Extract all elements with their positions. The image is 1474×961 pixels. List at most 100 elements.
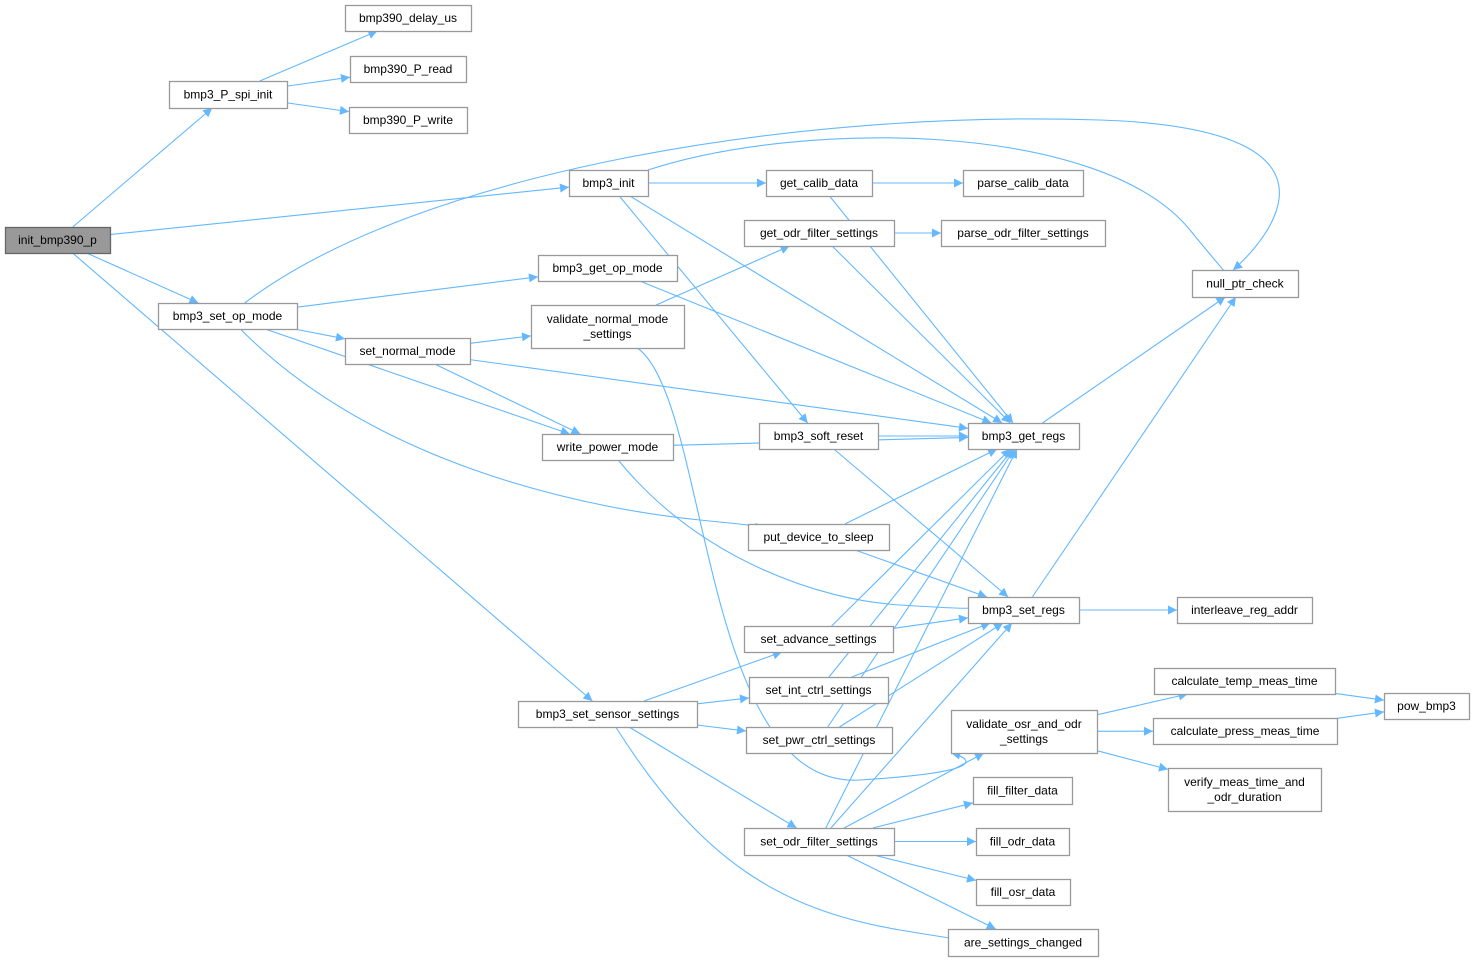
node-box [967, 422, 1081, 451]
node-label: bmp3_set_sensor_settings [536, 707, 679, 721]
edge-bmp3_set_op_mode-to-bmp3_get_op_mode [296, 273, 539, 308]
edge-set_odr_filter_settings-to-fill_filter_data [872, 800, 974, 829]
node-label: verify_meas_time_and [1184, 775, 1305, 789]
edge-set_advance_settings-to-bmp3_get_regs [831, 448, 1011, 627]
node-set-advance-settings[interactable]: set_advance_settings [743, 625, 895, 654]
edge-init_bmp390_p-to-bmp3_P_spi_init [72, 107, 213, 228]
edge-validate_normal_mode_settings-to-get_odr_filter_settings [655, 245, 790, 306]
node-bmp3-get-op-mode[interactable]: bmp3_get_op_mode [537, 254, 679, 283]
node-label: are_settings_changed [964, 936, 1082, 950]
node-label: fill_osr_data [991, 885, 1056, 899]
node-bmp3-P-spi-init[interactable]: bmp3_P_spi_init [168, 80, 289, 110]
edge-set_odr_filter_settings-to-bmp3_set_regs [830, 622, 1013, 829]
node-init-bmp390-p[interactable]: init_bmp390_p [4, 226, 112, 255]
node-label: pow_bmp3 [1397, 699, 1456, 713]
node-box [765, 169, 874, 198]
node-parse-odr-filter-settings[interactable]: parse_odr_filter_settings [940, 219, 1107, 248]
node-label: bmp3_set_op_mode [173, 309, 283, 323]
node-label: write_power_mode [556, 440, 659, 454]
node-label: bmp390_delay_us [359, 11, 457, 25]
node-bmp3-set-regs[interactable]: bmp3_set_regs [967, 596, 1081, 625]
node-box [947, 928, 1100, 958]
node-box [4, 226, 112, 255]
edge-get_odr_filter_settings-to-bmp3_get_regs [831, 245, 1011, 424]
node-get-calib-data[interactable]: get_calib_data [765, 169, 874, 198]
edge-bmp3_soft_reset-to-bmp3_set_regs [833, 448, 1009, 598]
node-set-pwr-ctrl-settings[interactable]: set_pwr_ctrl_settings [745, 726, 894, 755]
node-box [530, 304, 686, 350]
node-label: bmp3_P_spi_init [184, 88, 273, 102]
node-fill-filter-data[interactable]: fill_filter_data [972, 776, 1074, 806]
edge-set_int_ctrl_settings-to-bmp3_set_regs [851, 622, 991, 678]
node-label: parse_calib_data [977, 176, 1069, 190]
node-label: set_advance_settings [760, 632, 876, 646]
node-bmp390-delay-us[interactable]: bmp390_delay_us [344, 4, 473, 33]
node-parse-calib-data[interactable]: parse_calib_data [962, 169, 1085, 198]
node-bmp3-soft-reset[interactable]: bmp3_soft_reset [758, 422, 880, 451]
node-bmp3-set-sensor-settings[interactable]: bmp3_set_sensor_settings [517, 700, 699, 729]
node-box [348, 106, 469, 135]
node-box [940, 219, 1107, 248]
node-bmp3-init[interactable]: bmp3_init [568, 169, 650, 198]
nodes-layer: init_bmp390_p bmp3_P_spi_init bmp390_delay… [4, 4, 1471, 958]
node-set-int-ctrl-settings[interactable]: set_int_ctrl_settings [748, 676, 890, 705]
node-box [1191, 269, 1300, 299]
edge-init_bmp390_p-to-bmp3_init [109, 183, 570, 236]
node-box [1383, 692, 1471, 721]
node-label: _settings [582, 327, 631, 341]
node-verify-meas-time-and-odr-duration[interactable]: verify_meas_time_and_odr_duration [1167, 767, 1323, 813]
node-box [743, 625, 895, 654]
node-pow-bmp3[interactable]: pow_bmp3 [1383, 692, 1471, 721]
node-label: parse_odr_filter_settings [957, 226, 1088, 240]
node-calculate-press-meas-time[interactable]: calculate_press_meas_time [1152, 717, 1339, 746]
node-label: _odr_duration [1206, 790, 1281, 804]
node-calculate-temp-meas-time[interactable]: calculate_temp_meas_time [1153, 667, 1337, 696]
node-null-ptr-check[interactable]: null_ptr_check [1191, 269, 1300, 299]
node-label: set_odr_filter_settings [760, 835, 877, 849]
node-box [344, 337, 472, 366]
edge-set_normal_mode-to-write_power_mode [434, 363, 581, 435]
node-label: bmp390_P_write [363, 113, 453, 127]
node-box [537, 254, 679, 283]
node-box [747, 523, 891, 552]
node-box [743, 827, 896, 857]
edge-bmp3_init-to-bmp3_soft_reset [618, 195, 809, 424]
edge-set_odr_filter_settings-to-validate_osr_and_odr_settings [843, 752, 985, 829]
node-label: set_pwr_ctrl_settings [763, 733, 876, 747]
node-box [975, 827, 1071, 857]
node-label: calculate_temp_meas_time [1171, 674, 1317, 688]
node-set-normal-mode[interactable]: set_normal_mode [344, 337, 472, 366]
node-label: fill_filter_data [987, 784, 1058, 798]
node-set-odr-filter-settings[interactable]: set_odr_filter_settings [743, 827, 896, 857]
edges-layer [72, 30, 1385, 942]
node-label: bmp3_init [582, 176, 635, 190]
node-validate-osr-and-odr-settings[interactable]: validate_osr_and_odr_settings [950, 709, 1099, 755]
node-fill-odr-data[interactable]: fill_odr_data [975, 827, 1071, 857]
edge-set_pwr_ctrl_settings-to-bmp3_set_regs [839, 622, 1004, 728]
node-box [541, 433, 675, 462]
node-validate-normal-mode-settings[interactable]: validate_normal_mode_settings [530, 304, 686, 350]
edge-bmp3_set_sensor_settings-to-set_odr_filter_settings [628, 726, 797, 829]
node-label: bmp390_P_read [364, 62, 453, 76]
edge-bmp3_P_spi_init-to-bmp390_delay_us [259, 30, 378, 82]
node-fill-osr-data[interactable]: fill_osr_data [975, 878, 1072, 907]
node-put-device-to-sleep[interactable]: put_device_to_sleep [747, 523, 891, 552]
node-interleave-reg-addr[interactable]: interleave_reg_addr [1176, 596, 1314, 625]
node-bmp3-set-op-mode[interactable]: bmp3_set_op_mode [157, 302, 299, 331]
edge-bmp3_set_regs-to-null_ptr_check [1031, 296, 1237, 598]
edge-set_normal_mode-to-bmp3_get_regs [469, 359, 969, 432]
node-write-power-mode[interactable]: write_power_mode [541, 433, 675, 462]
node-bmp390-P-read[interactable]: bmp390_P_read [349, 55, 468, 84]
edge-calculate_press_meas_time-to-pow_bmp3 [1336, 708, 1385, 719]
node-label: fill_odr_data [990, 835, 1056, 849]
edge-bmp3_set_op_mode-to-put_device_to_sleep [239, 328, 762, 532]
node-box [157, 302, 299, 331]
node-are-settings-changed[interactable]: are_settings_changed [947, 928, 1100, 958]
node-bmp3-get-regs[interactable]: bmp3_get_regs [967, 422, 1081, 451]
edge-set_advance_settings-to-bmp3_set_regs [892, 614, 969, 630]
node-box [344, 4, 473, 33]
node-bmp390-P-write[interactable]: bmp390_P_write [348, 106, 469, 135]
edge-bmp3_set_op_mode-to-null_ptr_check [244, 118, 1280, 304]
node-get-odr-filter-settings[interactable]: get_odr_filter_settings [743, 219, 896, 248]
edge-set_odr_filter_settings-to-are_settings_changed [846, 854, 996, 930]
